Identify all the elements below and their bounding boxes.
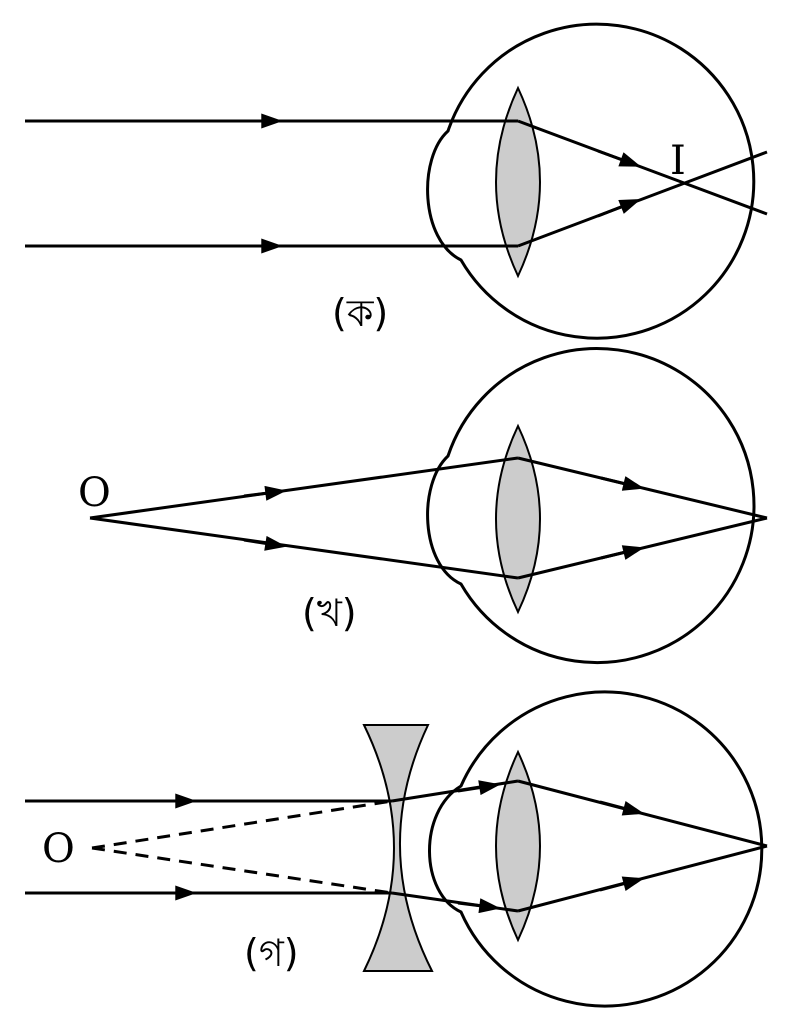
panel-kha: O (খ) bbox=[78, 347, 768, 665]
panel-caption: (খ) bbox=[302, 591, 357, 635]
ray-arrow bbox=[243, 535, 287, 551]
ray-arrow bbox=[597, 199, 641, 218]
ray-arrow bbox=[457, 898, 501, 914]
refracted-ray-bottom bbox=[517, 150, 768, 248]
refracted-ray-top bbox=[517, 119, 768, 216]
eye-lens bbox=[495, 749, 541, 943]
panel-ga: O (গ) bbox=[25, 690, 768, 1008]
object-point-label: O bbox=[42, 826, 75, 872]
eyeball bbox=[428, 690, 764, 1008]
virtual-ray-top bbox=[91, 799, 393, 850]
object-point-label: O bbox=[78, 470, 111, 516]
eyeball bbox=[426, 347, 756, 665]
concave-lens bbox=[362, 724, 434, 972]
eye-lens bbox=[495, 85, 541, 279]
ray-arrow bbox=[599, 876, 645, 892]
panel-caption: (গ) bbox=[244, 931, 299, 975]
ray-arrow bbox=[597, 149, 642, 167]
eyeball bbox=[426, 22, 756, 340]
ray-arrow bbox=[457, 780, 501, 796]
incident-ray-top bbox=[89, 456, 519, 520]
virtual-ray-bottom bbox=[91, 846, 393, 895]
incident-ray-bottom bbox=[89, 516, 519, 580]
panel-caption: (ক) bbox=[332, 291, 388, 335]
ray-arrow bbox=[599, 800, 645, 816]
ray-arrow bbox=[600, 545, 645, 560]
panel-ka: I (ক) bbox=[25, 22, 768, 340]
eye-lens bbox=[495, 423, 541, 615]
ray-arrow bbox=[600, 476, 645, 491]
ray-arrow bbox=[243, 485, 287, 501]
image-point-label: I bbox=[670, 138, 686, 184]
